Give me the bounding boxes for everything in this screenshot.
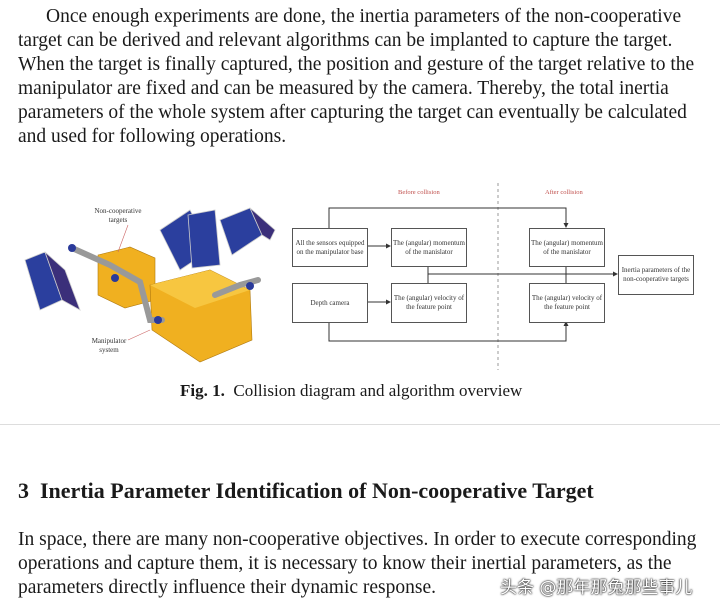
section-heading: 3 Inertia Parameter Identification of No… [18,478,594,504]
before-collision-label: Before collision [398,189,440,196]
divider [0,424,720,425]
box-velocity-before: The (angular) velocity of the feature po… [391,283,467,323]
label-non-cooperative-targets: Non-cooperative targets [94,207,142,224]
watermark: 头条 @那年那兔那些事儿 [500,578,693,598]
paragraph-1-line: and used for following operations. [18,126,287,147]
satellite-manipulator-illustration [24,207,276,363]
box-momentum-before: The (angular) momentum of the manislator [391,228,467,267]
box-momentum-after: The (angular) momentum of the manislator [529,228,605,267]
box-depth-camera: Depth camera [292,283,368,323]
box-inertia-output: Inertia parameters of the non-cooperativ… [618,255,694,295]
box-velocity-after: The (angular) velocity of the feature po… [529,283,605,323]
caption-text: Collision diagram and algorithm overview [233,381,523,400]
caption-label: Fig. 1. [180,381,225,400]
box-sensors: All the sensors equipped on the manipula… [292,228,368,267]
paragraph-1-line: parameters of the whole system after cap… [18,102,687,123]
paragraph-1-line: manipulator are fixed and can be measure… [18,78,669,99]
paragraph-2-line: operations and capture them, it is neces… [18,553,672,574]
paragraph-1-line: Once enough experiments are done, the in… [46,6,682,27]
section-title: Inertia Parameter Identification of Non-… [40,478,594,503]
after-collision-label: After collision [545,189,583,196]
section-number: 3 [18,478,29,503]
label-manipulator-system: Manipulator system [91,337,127,354]
paragraph-1-line: When the target is finally captured, the… [18,54,695,75]
paragraph-1-line: target can be derived and relevant algor… [18,30,673,51]
figure-caption: Fig. 1. Collision diagram and algorithm … [180,381,522,401]
paragraph-2-line: In space, there are many non-cooperative… [18,529,697,550]
paragraph-2-line: parameters directly influence their dyna… [18,577,436,598]
